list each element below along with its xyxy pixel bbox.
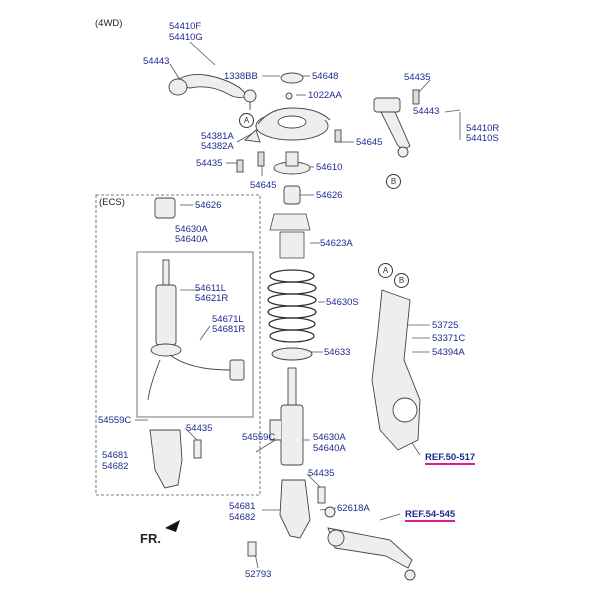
upper-arm-left: [168, 74, 257, 110]
callout-a-top: A: [239, 113, 254, 128]
variant-label: (4WD): [95, 18, 123, 29]
part-54623A: 54623A: [320, 238, 353, 249]
part-54410F: 54410F: [169, 21, 202, 32]
dust-cover: [269, 213, 311, 259]
part-54648: 54648: [312, 71, 339, 82]
coil-spring: [267, 269, 317, 343]
bolt-54435: [236, 159, 244, 173]
ref-lower-arm: REF.54-545: [405, 509, 456, 522]
part-54630A-ecs: 54630A: [175, 224, 208, 235]
part-54435-right: 54435: [404, 72, 431, 83]
lower-arm: [324, 506, 416, 581]
part-54410G: 54410G: [169, 32, 203, 43]
part-54410S: 54410S: [466, 133, 499, 144]
part-54645-right: 54645: [356, 137, 383, 148]
ecs-shock-box: [136, 251, 254, 418]
part-54671L: 54671L: [212, 314, 244, 325]
part-54630S: 54630S: [326, 297, 359, 308]
callout-b-top: B: [386, 174, 401, 189]
upper-arm-right: [373, 97, 411, 158]
bolt-54645-left: [257, 151, 265, 167]
front-direction-label: FR.: [140, 531, 161, 546]
part-54382A: 54382A: [201, 141, 234, 152]
part-54394A: 54394A: [432, 347, 465, 358]
part-54626-ecs: 54626: [195, 200, 222, 211]
part-54435-top: 54435: [196, 158, 223, 169]
part-54682-ecs: 54682: [102, 461, 129, 472]
part-54559C-center: 54559C: [242, 432, 276, 443]
part-54630A: 54630A: [313, 432, 346, 443]
part-54681-ecs: 54681: [102, 450, 129, 461]
part-54611L: 54611L: [195, 283, 226, 294]
knuckle: [371, 289, 421, 451]
part-54626: 54626: [316, 190, 343, 201]
part-54435-lower: 54435: [308, 468, 335, 479]
callout-b-knuckle: B: [394, 273, 409, 288]
part-54645-left: 54645: [250, 180, 277, 191]
upper-mount: [243, 72, 331, 143]
part-54621R: 54621R: [195, 293, 229, 304]
part-52793: 52793: [245, 569, 272, 580]
part-54435-ecs: 54435: [186, 423, 213, 434]
part-53371C: 53371C: [432, 333, 466, 344]
part-54640A: 54640A: [313, 443, 346, 454]
bump-stopper: [154, 185, 301, 219]
part-54640A-ecs: 54640A: [175, 234, 208, 245]
bolt-54645-right: [334, 129, 342, 143]
insulator-54610: [273, 151, 311, 175]
ref-knuckle: REF.50-517: [425, 452, 476, 465]
part-54681: 54681: [229, 501, 256, 512]
part-54559C-left: 54559C: [98, 415, 132, 426]
part-54443-right: 54443: [413, 106, 440, 117]
part-1022AA: 1022AA: [308, 90, 342, 101]
part-54633: 54633: [324, 347, 351, 358]
ecs-dashed-box: [95, 194, 261, 496]
strut-ecs: [147, 259, 245, 401]
part-1338BB: 1338BB: [224, 71, 258, 82]
callout-a-knuckle: A: [378, 263, 393, 278]
fork-lower: [247, 479, 326, 557]
bolt-54435-right: [412, 89, 420, 105]
strut-main: [269, 367, 304, 466]
part-54443-left: 54443: [143, 56, 170, 67]
ecs-label: (ECS): [99, 197, 125, 208]
part-53725: 53725: [432, 320, 459, 331]
front-arrow: [165, 520, 180, 532]
part-54610: 54610: [316, 162, 343, 173]
part-54381A: 54381A: [201, 131, 234, 142]
fork-ecs: [149, 429, 202, 489]
part-54682: 54682: [229, 512, 256, 523]
part-54410R: 54410R: [466, 123, 500, 134]
part-62618A: 62618A: [337, 503, 370, 514]
spring-seat: [271, 347, 313, 361]
part-54681R: 54681R: [212, 324, 246, 335]
